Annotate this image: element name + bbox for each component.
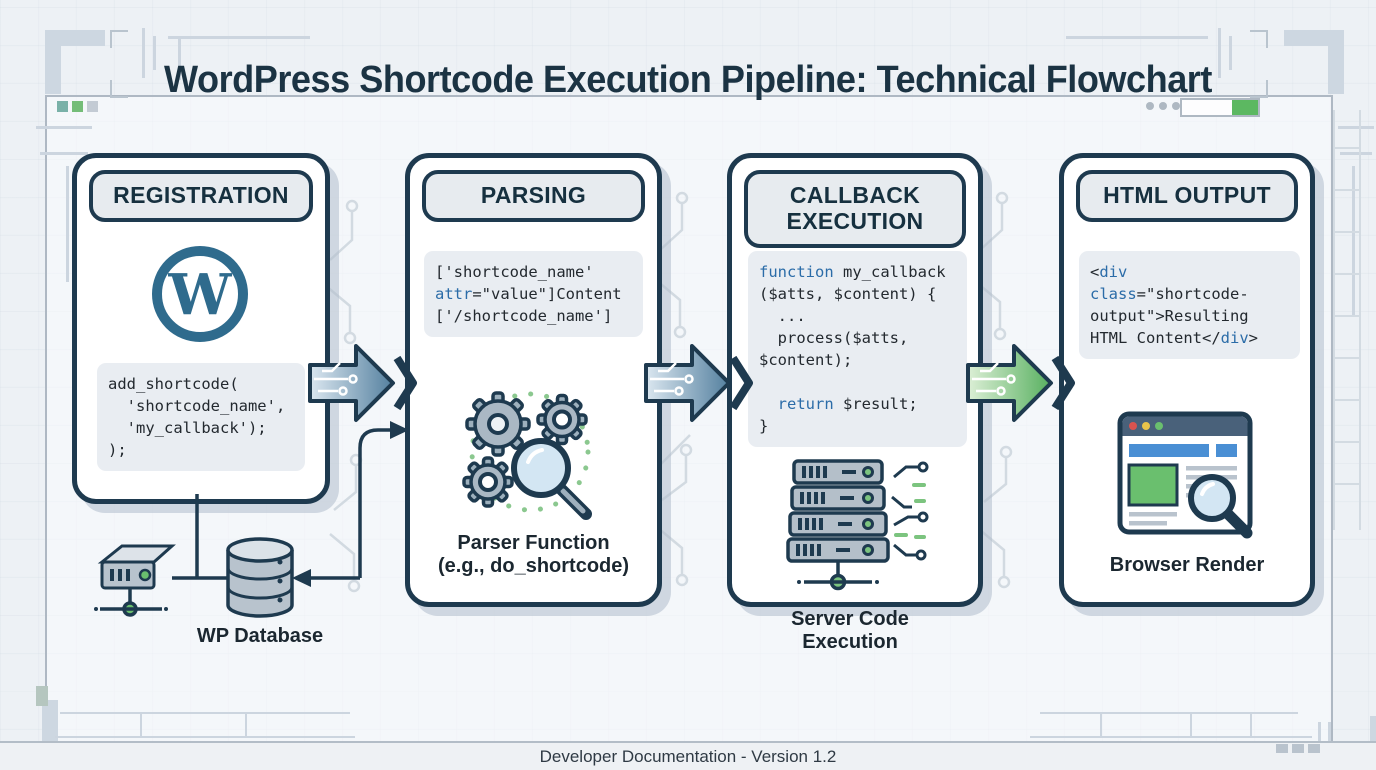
stage-header-registration: REGISTRATION [89, 170, 313, 222]
ruler-decoration [245, 712, 247, 738]
ladder-decoration [1333, 110, 1361, 530]
browser-render-caption: Browser Render [1109, 554, 1265, 576]
line-decoration [66, 166, 69, 282]
page-title: WordPress Shortcode Execution Pipeline: … [164, 59, 1212, 102]
square-decoration [1308, 744, 1320, 753]
title-crop-mark [110, 80, 128, 98]
server-rack-icon [782, 455, 932, 595]
line-decoration [1340, 152, 1372, 155]
panel-dot-decoration [1172, 102, 1180, 110]
browser-window-icon [1116, 410, 1256, 542]
stage-box-parsing: PARSING ['shortcode_name'attr="value"]Co… [405, 153, 662, 607]
magnifier-icon [511, 438, 592, 520]
tick-decoration [1328, 722, 1331, 756]
ruler-decoration [1030, 736, 1312, 738]
wordpress-logo-icon: W [150, 244, 250, 344]
gear-icon [462, 456, 514, 508]
corner-bracket-decoration [1284, 30, 1344, 94]
code-block-callback: function my_callback($atts, $content) { … [748, 251, 967, 447]
ruler-decoration [1190, 712, 1192, 738]
line-decoration [1338, 126, 1374, 129]
stage-box-registration: REGISTRATION W add_shortcode( 'shortcode… [72, 153, 330, 504]
title-crop-mark [1250, 30, 1268, 48]
footer-text: Developer Documentation - Version 1.2 [539, 746, 837, 766]
line-decoration [40, 152, 88, 155]
ruler-decoration [140, 712, 142, 738]
panel-dot-decoration [1146, 102, 1154, 110]
title-crop-mark [1250, 80, 1268, 98]
wp-database-label: WP Database [196, 625, 324, 647]
tick-decoration [1318, 722, 1321, 756]
stage-header-parsing: PARSING [422, 170, 645, 222]
corner-bracket-decoration [45, 30, 105, 94]
panel-square-decoration [72, 101, 83, 112]
ruler-decoration [1250, 712, 1252, 738]
progress-bar-decoration [1180, 98, 1260, 117]
panel-dot-decoration [1159, 102, 1167, 110]
ruler-decoration [1100, 712, 1102, 738]
code-block-parsing: ['shortcode_name'attr="value"]Content['/… [424, 251, 643, 337]
panel-square-decoration [57, 101, 68, 112]
stage-header-html-output: HTML OUTPUT [1076, 170, 1298, 222]
line-decoration [1352, 166, 1355, 316]
stage-box-callback-execution: CALLBACK EXECUTION function my_callback(… [727, 153, 983, 607]
ruler-decoration [55, 736, 355, 738]
panel-square-decoration [87, 101, 98, 112]
svg-text:W: W [168, 262, 233, 328]
ruler-decoration [60, 712, 350, 714]
square-decoration [1276, 744, 1288, 753]
progress-fill [1232, 100, 1258, 115]
server-code-execution-label: Server Code Execution [791, 608, 909, 654]
tick-decoration [153, 36, 156, 70]
footer: Developer Documentation - Version 1.2 [0, 741, 1376, 770]
gears-magnifier-icon [448, 386, 613, 526]
square-decoration [1292, 744, 1304, 753]
magnifier-icon [1188, 474, 1253, 539]
square-decoration [36, 686, 48, 706]
ruler-decoration [1040, 712, 1298, 714]
tick-decoration [142, 28, 145, 78]
parser-caption: Parser Function (e.g., do_shortcode) [437, 532, 630, 578]
line-decoration [178, 36, 181, 80]
title-crop-mark [110, 30, 128, 48]
line-decoration [168, 36, 310, 39]
line-decoration [36, 126, 92, 129]
line-decoration [1066, 36, 1208, 39]
code-block-registration: add_shortcode( 'shortcode_name', 'my_cal… [97, 363, 305, 471]
gear-icon [465, 391, 531, 457]
tick-decoration [1229, 36, 1232, 70]
gear-icon [536, 393, 588, 446]
tick-decoration [1218, 28, 1221, 78]
stage-header-callback-execution: CALLBACK EXECUTION [744, 170, 966, 248]
